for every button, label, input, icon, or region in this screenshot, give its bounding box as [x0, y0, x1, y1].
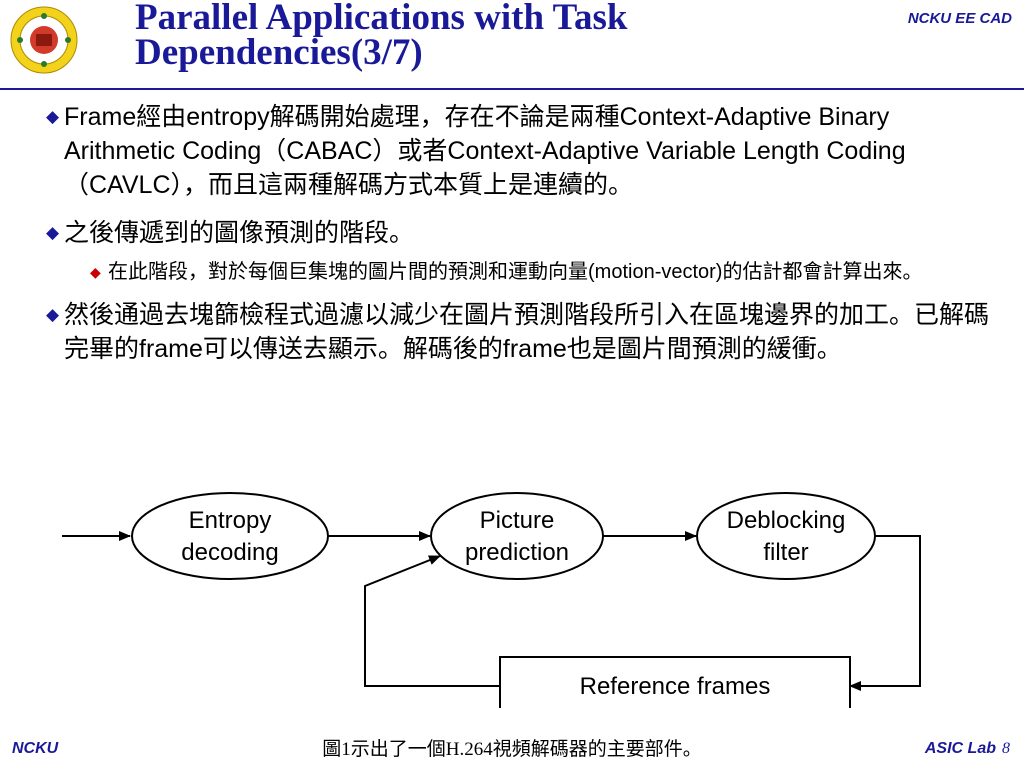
reference-label: Reference frames [580, 673, 771, 700]
slide-title: Parallel Applications with Task Dependen… [135, 0, 855, 73]
deblock-to-reference-arrow [849, 535, 921, 691]
deblocking-filter-node [696, 492, 876, 580]
deblock-label-2: filter [763, 539, 808, 566]
page-number: 8 [1002, 740, 1010, 757]
picture-label-2: prediction [465, 539, 569, 566]
title-divider [0, 88, 1024, 90]
sub-bullet-text: 在此階段，對於每個巨集塊的圖片間的預測和運動向量(motion-vector)的… [108, 261, 923, 283]
bullet-1-text: Frame經由entropy解碼開始處理，存在不論是兩種Context-Adap… [64, 103, 906, 199]
reference-feedback-arrow [364, 555, 500, 687]
title-line-1: Parallel Applications with Task [135, 0, 628, 38]
university-seal-icon [10, 6, 78, 74]
decoder-diagram: Entropy decoding Picture prediction Debl… [62, 492, 921, 708]
picture-prediction-node [430, 492, 604, 580]
bullet-2-text: 之後傳遞到的圖像預測的階段。 [64, 219, 415, 247]
footer-left: NCKU [12, 740, 59, 757]
diamond-bullet-icon: ◆ [46, 223, 60, 242]
corner-tag: NCKU EE CAD [907, 10, 1012, 27]
bullet-2: ◆ 之後傳遞到的圖像預測的階段。 [46, 216, 996, 250]
bullet-3: ◆ 然後通過去塊篩檢程式過濾以減少在圖片預測階段所引入在區塊邊界的加工。已解碼完… [46, 298, 996, 366]
bullet-1: ◆ Frame經由entropy解碼開始處理，存在不論是兩種Context-Ad… [46, 100, 996, 202]
bullet-3-text: 然後通過去塊篩檢程式過濾以減少在圖片預測階段所引入在區塊邊界的加工。已解碼完畢的… [64, 301, 990, 363]
sub-bullet: ◆ 在此階段，對於每個巨集塊的圖片間的預測和運動向量(motion-vector… [90, 258, 996, 286]
footer-lab: ASIC Lab [924, 740, 996, 757]
reference-frames-node [499, 656, 851, 708]
diamond-bullet-icon: ◆ [46, 107, 60, 126]
entropy-label-2: decoding [181, 539, 278, 566]
slide-content: ◆ Frame經由entropy解碼開始處理，存在不論是兩種Context-Ad… [46, 100, 996, 366]
deblock-label-1: Deblocking [727, 507, 846, 534]
figure-caption: 圖1示出了一個H.264視頻解碼器的主要部件。 [322, 739, 702, 760]
footer-right: ASIC Lab 8 [925, 740, 1010, 758]
picture-label-1: Picture [480, 507, 555, 534]
entropy-label-1: Entropy [189, 507, 272, 534]
title-line-2: Dependencies(3/7) [135, 32, 423, 73]
diamond-bullet-icon: ◆ [90, 264, 101, 280]
entropy-decoding-node [131, 492, 329, 580]
diamond-bullet-icon: ◆ [46, 305, 60, 324]
